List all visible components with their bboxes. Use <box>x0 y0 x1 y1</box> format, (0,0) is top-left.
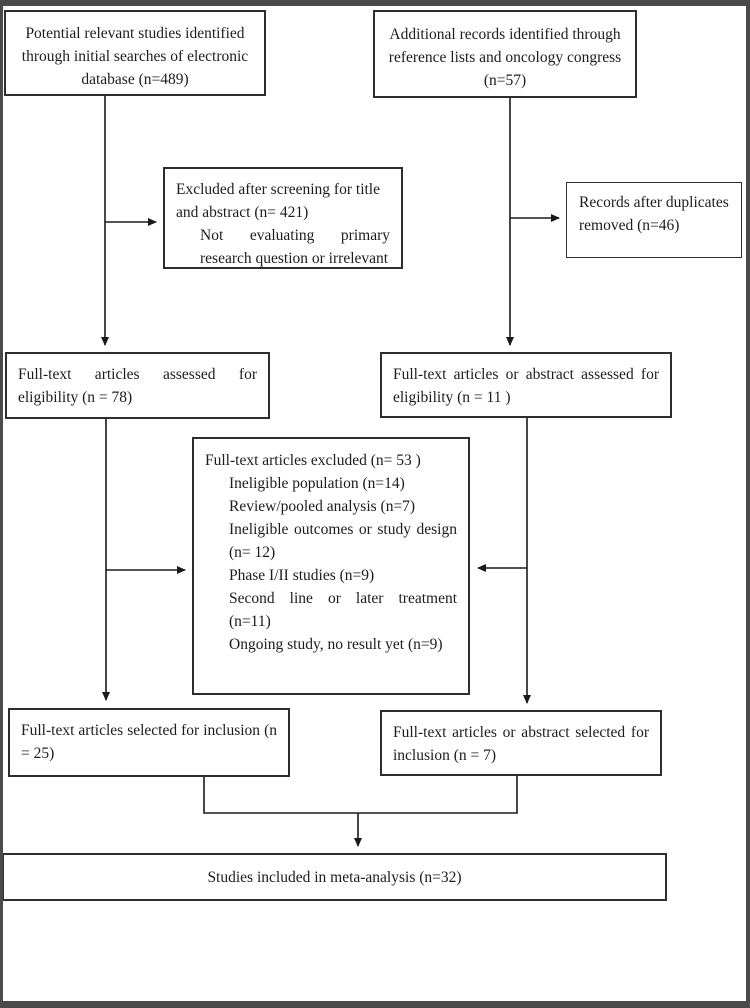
box-fulltext-assessed-left: Full-text articles assessed for eligibil… <box>5 352 270 419</box>
box-fulltext-excluded: Full-text articles excluded (n= 53 ) Ine… <box>192 437 470 695</box>
box-selected-left: Full-text articles selected for inclusio… <box>8 708 290 777</box>
box-fulltext-left-text: Full-text articles assessed for eligibil… <box>18 366 257 406</box>
fulltext-excluded-item: Phase I/II studies (n=9) <box>229 567 375 584</box>
fulltext-excluded-item: Second line or later treatment (n=11) <box>229 590 457 630</box>
screening-excluded-line2: Not evaluating primary research question… <box>200 227 390 267</box>
fulltext-excluded-title: Full-text articles excluded (n= 53 ) <box>205 452 421 469</box>
box-additional-records: Additional records identified through re… <box>373 10 637 98</box>
box-initial-text: Potential relevant studies identified th… <box>21 25 249 88</box>
fulltext-excluded-item: Ongoing study, no result yet (n=9) <box>229 636 443 653</box>
box-screening-excluded: Excluded after screening for title and a… <box>163 167 403 269</box>
box-duplicates-removed: Records after duplicates removed (n=46) <box>566 182 742 258</box>
box-initial-records: Potential relevant studies identified th… <box>4 10 266 96</box>
merge-connector <box>203 776 518 814</box>
box-selected-right-text: Full-text articles or abstract selected … <box>393 724 649 764</box>
box-selected-right: Full-text articles or abstract selected … <box>380 710 662 776</box>
box-duplicates-text: Records after duplicates removed (n=46) <box>579 194 729 234</box>
box-final-included: Studies included in meta-analysis (n=32) <box>2 853 667 901</box>
box-fulltext-right-text: Full-text articles or abstract assessed … <box>393 366 659 406</box>
fulltext-excluded-item: Ineligible population (n=14) <box>229 475 405 492</box>
screening-excluded-line1: Excluded after screening for title and a… <box>176 181 380 221</box>
fulltext-excluded-item: Ineligible outcomes or study design (n= … <box>229 521 457 561</box>
box-fulltext-assessed-right: Full-text articles or abstract assessed … <box>380 352 672 418</box>
fulltext-excluded-item: Review/pooled analysis (n=7) <box>229 498 416 515</box>
box-additional-text: Additional records identified through re… <box>388 26 622 89</box>
box-final-text: Studies included in meta-analysis (n=32) <box>207 869 462 886</box>
box-selected-left-text: Full-text articles selected for inclusio… <box>21 722 277 762</box>
